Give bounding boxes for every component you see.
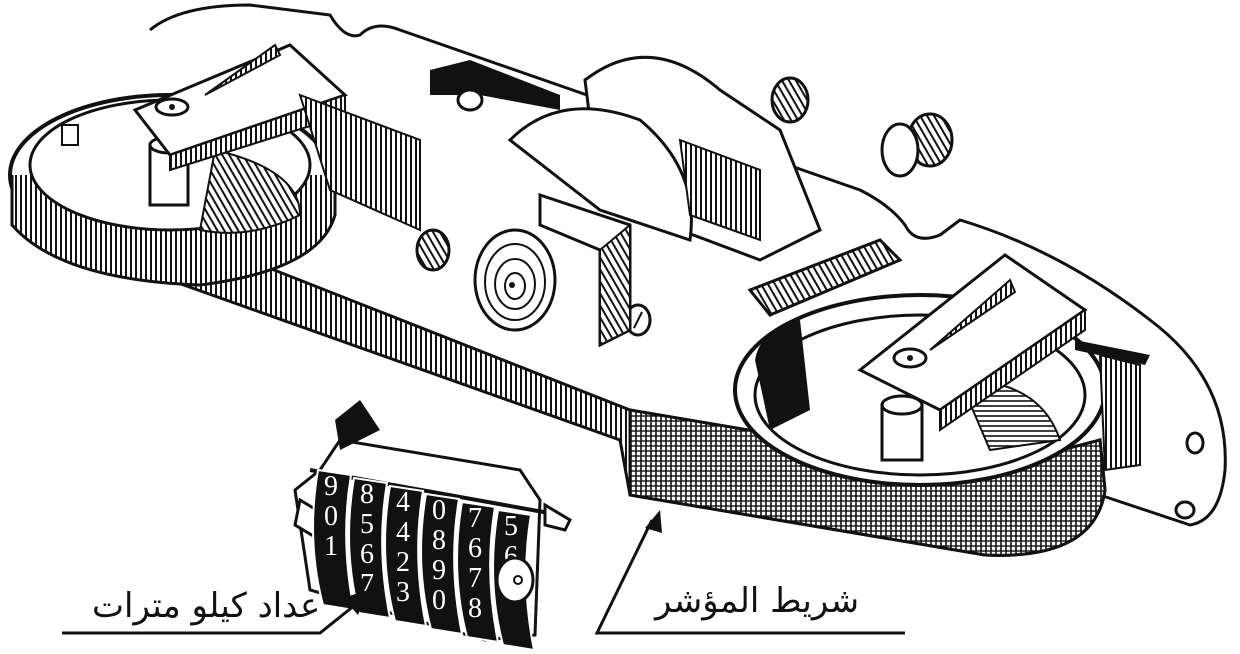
mount-post — [1174, 500, 1196, 520]
mount-hole — [1185, 431, 1205, 455]
counter-wheel — [384, 484, 428, 628]
right-reel — [733, 238, 1150, 487]
counter-digit: 0 — [432, 585, 446, 616]
tape-leader — [594, 510, 905, 635]
counter-digit: 5 — [360, 509, 374, 540]
counter-digit: 0 — [324, 501, 338, 532]
counter-digit: 7 — [468, 503, 482, 534]
counter-digit: 9 — [432, 555, 446, 586]
left-reel — [8, 43, 348, 287]
counter-wheel — [420, 492, 464, 636]
counter-digit: 7 — [468, 563, 482, 594]
counter-digit: 4 — [396, 487, 410, 518]
counter-wheel — [348, 476, 392, 620]
center-assembly — [298, 55, 954, 348]
counter-digit: 6 — [360, 539, 374, 570]
kilometer-counter-label: عداد كيلو مترات — [92, 586, 321, 626]
counter-digit: 0 — [432, 495, 446, 526]
counter-digit: 8 — [360, 479, 374, 510]
counter-digit: 9 — [324, 471, 338, 502]
counter-digit: 8 — [468, 593, 482, 624]
counter-leader — [62, 590, 368, 635]
counter-digit: 4 — [396, 517, 410, 548]
counter-digit: 8 — [432, 525, 446, 556]
counter-digit: 1 — [324, 531, 338, 562]
counter-digit: 6 — [468, 533, 482, 564]
counter-wheel — [456, 500, 500, 644]
indicator-tape-label: شريط المؤشر — [655, 581, 860, 621]
counter-digit: 2 — [396, 547, 410, 578]
counter-digit: 5 — [504, 511, 518, 542]
counter-digit: 3 — [396, 577, 410, 608]
